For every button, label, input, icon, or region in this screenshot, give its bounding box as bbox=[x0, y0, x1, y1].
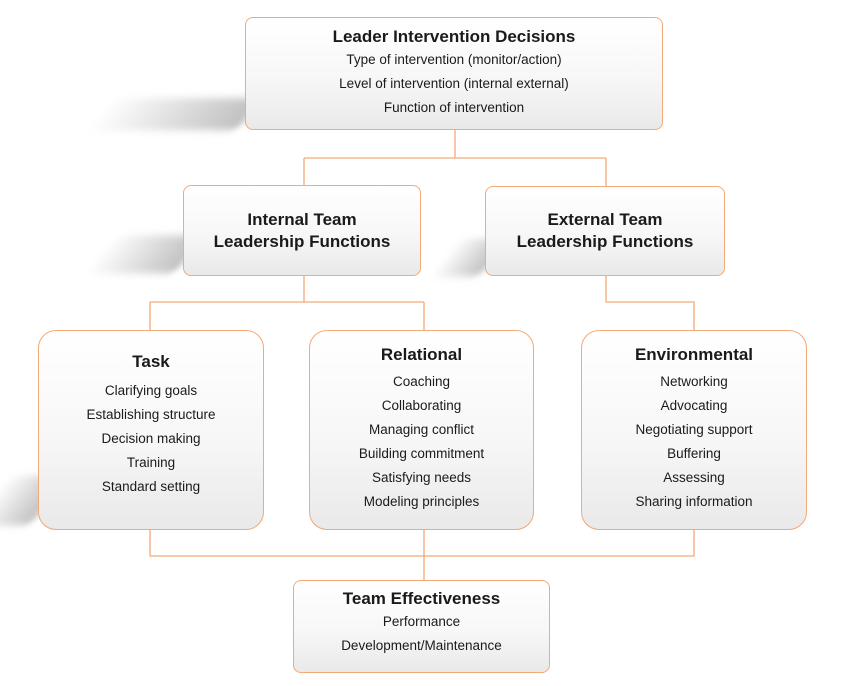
effectiveness-item: Development/Maintenance bbox=[341, 638, 502, 653]
team-effectiveness-title: Team Effectiveness bbox=[342, 589, 501, 608]
environmental-item: Negotiating support bbox=[635, 422, 753, 437]
environmental-title: Environmental bbox=[634, 345, 754, 364]
environmental-item: Buffering bbox=[667, 446, 721, 461]
external-team-leadership-box: External Team Leadership Functions bbox=[485, 186, 725, 276]
relational-box: Relational Coaching Collaborating Managi… bbox=[309, 330, 534, 530]
relational-item: Building commitment bbox=[358, 446, 485, 461]
relational-item: Satisfying needs bbox=[371, 470, 472, 485]
internal-title-line1: Internal Team bbox=[247, 209, 357, 229]
top-item-level: Level of intervention (internal external… bbox=[339, 76, 569, 91]
relational-title: Relational bbox=[380, 345, 463, 364]
task-item: Decision making bbox=[101, 431, 201, 446]
team-effectiveness-box: Team Effectiveness Performance Developme… bbox=[293, 580, 550, 673]
external-title-line1: External Team bbox=[547, 210, 663, 229]
relational-item: Coaching bbox=[392, 374, 451, 389]
connector-top-to-functions bbox=[303, 130, 607, 186]
connector-external-to-environmental bbox=[605, 276, 695, 330]
task-title: Task bbox=[132, 352, 170, 371]
internal-title-line2: Leadership Functions bbox=[213, 231, 391, 251]
environmental-item: Assessing bbox=[663, 470, 725, 485]
task-item: Training bbox=[126, 455, 176, 470]
environmental-item: Sharing information bbox=[635, 494, 753, 509]
internal-team-leadership-box: Internal Team Leadership Functions bbox=[183, 185, 421, 276]
effectiveness-item: Performance bbox=[382, 614, 461, 629]
environmental-item: Networking bbox=[660, 374, 728, 389]
connector-internal-to-task-relational bbox=[149, 276, 425, 330]
relational-item: Managing conflict bbox=[368, 422, 475, 437]
leader-intervention-decisions-box: Leader Intervention Decisions Type of in… bbox=[245, 17, 663, 130]
environmental-box: Environmental Networking Advocating Nego… bbox=[581, 330, 807, 530]
leader-intervention-decisions-title: Leader Intervention Decisions bbox=[332, 27, 576, 46]
relational-item: Collaborating bbox=[381, 398, 462, 413]
top-item-function: Function of intervention bbox=[383, 100, 525, 115]
connector-functions-to-effectiveness bbox=[149, 530, 695, 580]
relational-item: Modeling principles bbox=[363, 494, 480, 509]
task-box: Task Clarifying goals Establishing struc… bbox=[38, 330, 264, 530]
task-item: Clarifying goals bbox=[104, 383, 198, 398]
top-item-type: Type of intervention (monitor/action) bbox=[346, 52, 562, 67]
environmental-item: Advocating bbox=[660, 398, 728, 413]
task-item: Standard setting bbox=[101, 479, 201, 494]
external-title-line2: Leadership Functions bbox=[516, 232, 694, 251]
task-item: Establishing structure bbox=[86, 407, 216, 422]
